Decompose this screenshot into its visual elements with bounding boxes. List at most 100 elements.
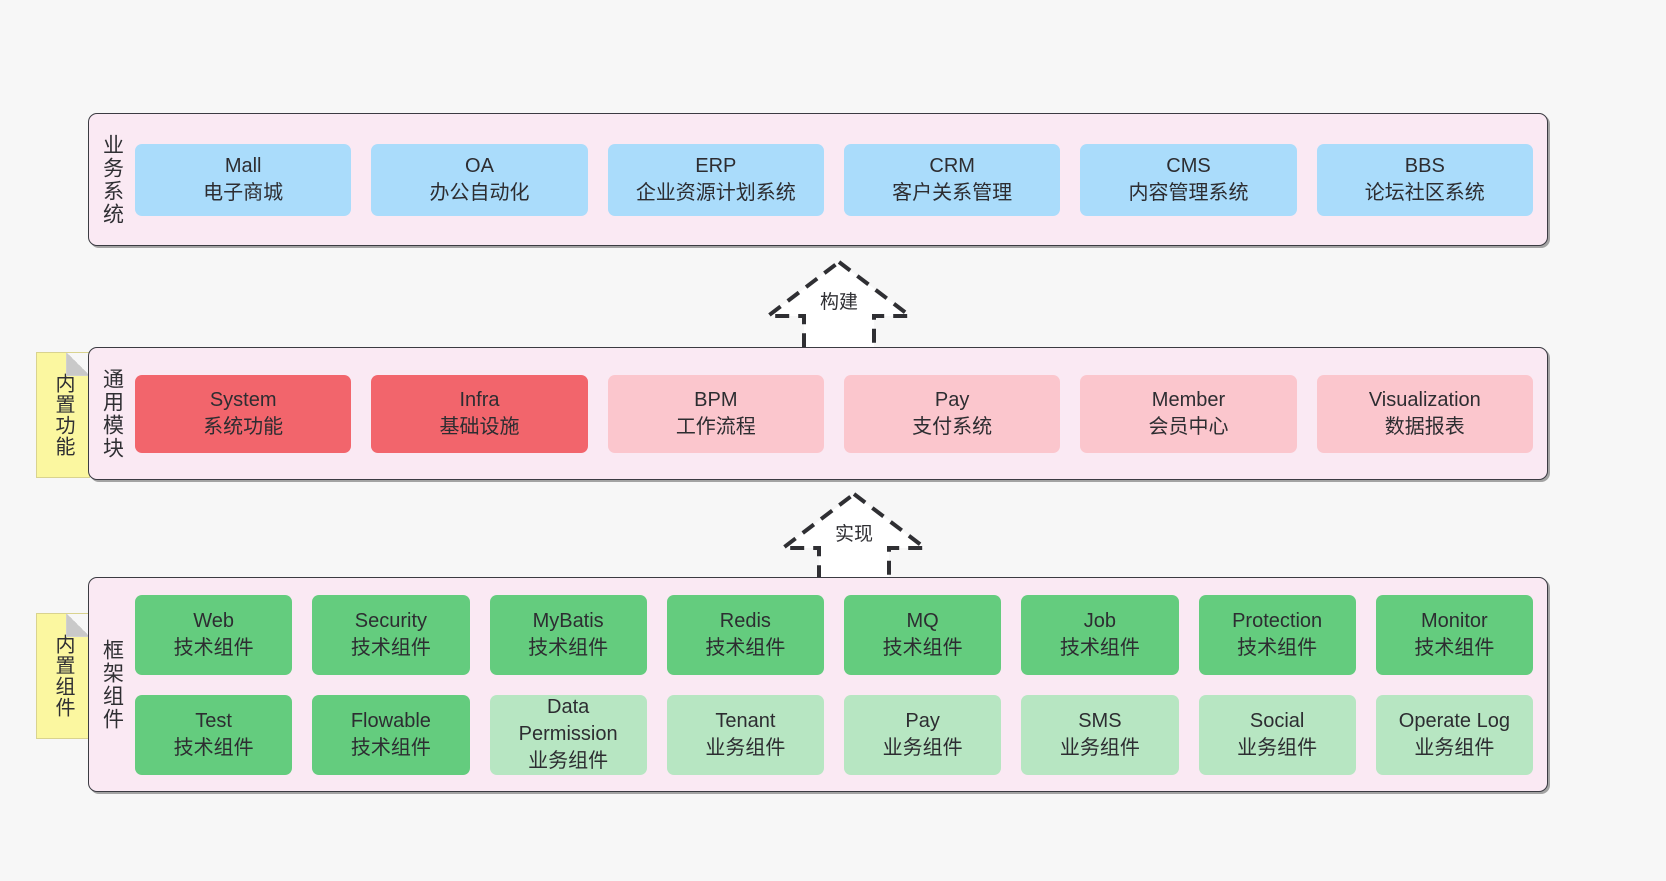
card-title: Member bbox=[1151, 388, 1226, 411]
card-subtitle: 技术组件 bbox=[173, 736, 254, 759]
card-oa[interactable]: OA 办公自动化 bbox=[371, 143, 588, 216]
card-subtitle: 基础设施 bbox=[439, 415, 520, 438]
card-title: Data Permission bbox=[518, 696, 618, 745]
card-title: Social bbox=[1249, 709, 1305, 732]
card-subtitle: 技术组件 bbox=[350, 636, 431, 659]
card-subtitle: 办公自动化 bbox=[429, 181, 530, 204]
arrow-build: 构建 bbox=[764, 258, 914, 353]
card-title: BPM bbox=[694, 388, 738, 411]
card-title: Infra bbox=[459, 388, 500, 411]
card-title: Visualization bbox=[1368, 388, 1481, 411]
note-builtin-features: 内置功能 bbox=[36, 352, 90, 478]
card-subtitle: 技术组件 bbox=[705, 636, 786, 659]
card-subtitle: 内容管理系统 bbox=[1128, 181, 1249, 204]
card-protection[interactable]: Protection 技术组件 bbox=[1198, 594, 1356, 675]
card-title: Tenant bbox=[715, 709, 776, 732]
card-social[interactable]: Social 业务组件 bbox=[1198, 694, 1356, 775]
card-subtitle: 工作流程 bbox=[675, 415, 756, 438]
row-business-systems: Mall 电子商城 OA 办公自动化 ERP 企业资源计划系统 CRM 客户关系… bbox=[135, 143, 1533, 216]
card-monitor[interactable]: Monitor 技术组件 bbox=[1375, 594, 1533, 675]
arrow-implement-label: 实现 bbox=[834, 524, 873, 545]
card-security[interactable]: Security 技术组件 bbox=[312, 594, 470, 675]
card-infra[interactable]: Infra 基础设施 bbox=[371, 374, 588, 453]
card-mall[interactable]: Mall 电子商城 bbox=[135, 143, 352, 216]
card-sms[interactable]: SMS 业务组件 bbox=[1021, 694, 1179, 775]
card-erp[interactable]: ERP 企业资源计划系统 bbox=[607, 143, 824, 216]
card-mybatis[interactable]: MyBatis 技术组件 bbox=[489, 594, 647, 675]
note-text: 内置功能 bbox=[52, 373, 74, 457]
card-job[interactable]: Job 技术组件 bbox=[1021, 594, 1179, 675]
card-title: Protection bbox=[1232, 609, 1323, 632]
card-title: Job bbox=[1083, 609, 1116, 632]
card-pay-component[interactable]: Pay 业务组件 bbox=[844, 694, 1002, 775]
card-title: MQ bbox=[906, 609, 939, 632]
card-bpm[interactable]: BPM 工作流程 bbox=[607, 374, 824, 453]
note-text: 内置组件 bbox=[52, 634, 74, 718]
card-subtitle: 支付系统 bbox=[912, 415, 993, 438]
card-subtitle: 技术组件 bbox=[1237, 636, 1318, 659]
card-title: SMS bbox=[1078, 709, 1122, 732]
card-subtitle: 技术组件 bbox=[882, 636, 963, 659]
card-subtitle: 业务组件 bbox=[1237, 736, 1318, 759]
layer-body-common-modules: System 系统功能 Infra 基础设施 BPM 工作流程 Pay 支付系统… bbox=[135, 348, 1547, 479]
row-common-modules: System 系统功能 Infra 基础设施 BPM 工作流程 Pay 支付系统… bbox=[135, 374, 1533, 453]
card-subtitle: 客户关系管理 bbox=[892, 181, 1013, 204]
card-title: BBS bbox=[1404, 154, 1445, 177]
card-operate-log[interactable]: Operate Log 业务组件 bbox=[1375, 694, 1533, 775]
card-title: Test bbox=[195, 709, 232, 732]
card-title: Redis bbox=[719, 609, 771, 632]
layer-title-common-modules: 通用模块 bbox=[100, 367, 124, 460]
card-subtitle: 电子商城 bbox=[203, 181, 284, 204]
card-member[interactable]: Member 会员中心 bbox=[1080, 374, 1297, 453]
card-data-permission[interactable]: Data Permission 业务组件 bbox=[489, 694, 647, 775]
card-title: Pay bbox=[934, 388, 970, 411]
card-test[interactable]: Test 技术组件 bbox=[135, 694, 293, 775]
card-subtitle: 企业资源计划系统 bbox=[635, 181, 796, 204]
card-crm[interactable]: CRM 客户关系管理 bbox=[843, 143, 1061, 216]
card-title: Pay bbox=[905, 709, 940, 732]
card-title: CRM bbox=[929, 154, 975, 177]
card-subtitle: 业务组件 bbox=[882, 736, 963, 759]
card-title: Flowable bbox=[350, 709, 431, 732]
row-business-components: Test 技术组件 Flowable 技术组件 Data Permission … bbox=[135, 694, 1533, 775]
card-title: Web bbox=[193, 609, 234, 632]
card-subtitle: 技术组件 bbox=[528, 636, 609, 659]
card-subtitle: 业务组件 bbox=[528, 750, 609, 772]
card-redis[interactable]: Redis 技术组件 bbox=[666, 594, 824, 675]
note-builtin-components: 内置组件 bbox=[36, 613, 90, 739]
arrow-build-label: 构建 bbox=[819, 292, 858, 313]
card-pay-module[interactable]: Pay 支付系统 bbox=[843, 374, 1061, 453]
card-title: Security bbox=[354, 609, 427, 632]
card-system[interactable]: System 系统功能 bbox=[135, 374, 352, 453]
layer-common-modules: 通用模块 System 系统功能 Infra 基础设施 BPM 工作流程 Pay… bbox=[88, 347, 1548, 480]
card-title: Operate Log bbox=[1398, 709, 1510, 732]
card-bbs[interactable]: BBS 论坛社区系统 bbox=[1316, 143, 1533, 216]
card-tenant[interactable]: Tenant 业务组件 bbox=[666, 694, 824, 775]
card-title: MyBatis bbox=[532, 609, 604, 632]
layer-body-business-system: Mall 电子商城 OA 办公自动化 ERP 企业资源计划系统 CRM 客户关系… bbox=[135, 114, 1547, 245]
card-subtitle: 业务组件 bbox=[1059, 736, 1140, 759]
layer-title-framework-components: 框架组件 bbox=[100, 638, 124, 731]
card-title: OA bbox=[465, 154, 494, 177]
card-subtitle: 数据报表 bbox=[1384, 415, 1465, 438]
card-mq[interactable]: MQ 技术组件 bbox=[844, 594, 1002, 675]
card-title: System bbox=[209, 388, 277, 411]
card-subtitle: 系统功能 bbox=[203, 415, 284, 438]
card-subtitle: 会员中心 bbox=[1148, 415, 1229, 438]
card-subtitle: 技术组件 bbox=[1059, 636, 1140, 659]
card-title: Monitor bbox=[1421, 609, 1488, 632]
card-title: ERP bbox=[695, 154, 737, 177]
layer-title-business-system: 业务系统 bbox=[100, 133, 124, 226]
card-subtitle: 技术组件 bbox=[350, 736, 431, 759]
card-subtitle: 业务组件 bbox=[1414, 736, 1495, 759]
card-subtitle: 技术组件 bbox=[1414, 636, 1495, 659]
card-flowable[interactable]: Flowable 技术组件 bbox=[312, 694, 470, 775]
row-technical-components: Web 技术组件 Security 技术组件 MyBatis 技术组件 Redi… bbox=[135, 594, 1533, 675]
card-cms[interactable]: CMS 内容管理系统 bbox=[1080, 143, 1297, 216]
layer-body-framework-components: Web 技术组件 Security 技术组件 MyBatis 技术组件 Redi… bbox=[135, 578, 1547, 791]
card-visualization[interactable]: Visualization 数据报表 bbox=[1316, 374, 1533, 453]
card-title: Mall bbox=[224, 154, 262, 177]
card-web[interactable]: Web 技术组件 bbox=[135, 594, 293, 675]
card-subtitle: 技术组件 bbox=[173, 636, 254, 659]
